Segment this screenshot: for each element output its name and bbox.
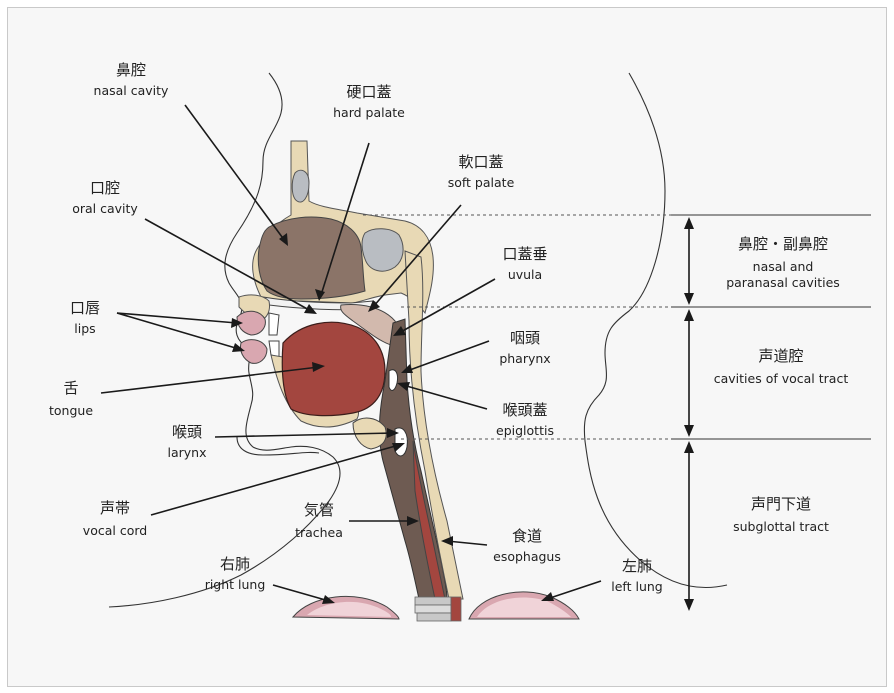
- region-brackets: [684, 217, 694, 611]
- subglottal-region-label-en: subglottal tract: [733, 519, 829, 534]
- diagram-frame: 鼻腔 nasal cavity 硬口蓋 hard palate 軟口蓋 soft…: [7, 7, 887, 687]
- hard-palate-label-en: hard palate: [333, 105, 405, 120]
- hard-palate-label-jp: 硬口蓋: [346, 83, 391, 101]
- frontal-sinus: [292, 170, 309, 202]
- region-labels: 鼻腔・副鼻腔 nasal and paranasal cavities 声道腔 …: [714, 235, 849, 534]
- right-lung-label-en: right lung: [205, 577, 266, 592]
- lips-label-en: lips: [74, 321, 95, 336]
- lower-lip-shape: [240, 340, 267, 364]
- soft-palate-label-jp: 軟口蓋: [458, 153, 503, 171]
- nasal-cavity-region: [258, 217, 365, 299]
- trachea-label-jp: 気管: [304, 501, 334, 519]
- left-lung-label-jp: 左肺: [622, 557, 652, 575]
- sphenoid-sinus: [362, 229, 403, 271]
- oral-cavity-label-en: oral cavity: [72, 201, 138, 216]
- epiglottis-label-jp: 喉頭蓋: [502, 401, 547, 419]
- nasal-paranasal-region-label-jp: 鼻腔・副鼻腔: [738, 235, 828, 253]
- larynx-label-en: larynx: [168, 445, 207, 460]
- vocal-cord-label-jp: 声帯: [100, 499, 130, 517]
- trachea-label-en: trachea: [295, 525, 343, 540]
- lips-label-jp: 口唇: [70, 299, 100, 317]
- left-lung-leader: [547, 581, 601, 599]
- tongue-label-en: tongue: [49, 403, 93, 418]
- trachea-rings: [415, 597, 461, 621]
- epiglottis-label-en: epiglottis: [496, 423, 554, 438]
- vocal-tract-region-label-en: cavities of vocal tract: [714, 371, 849, 386]
- vocal-tract-region-label-jp: 声道腔: [758, 347, 803, 365]
- nasal-cavity-label-jp: 鼻腔: [116, 61, 146, 79]
- larynx-label-jp: 喉頭: [172, 423, 202, 441]
- soft-palate-label-en: soft palate: [448, 175, 515, 190]
- upper-teeth: [269, 313, 279, 335]
- tongue-label-jp: 舌: [63, 379, 78, 397]
- pharynx-label-jp: 咽頭: [510, 329, 540, 347]
- oral-cavity-label-jp: 口腔: [90, 179, 120, 197]
- nasal-paranasal-region-label-en-2: paranasal cavities: [726, 275, 840, 290]
- esophagus-label-en: esophagus: [493, 549, 561, 564]
- vocal-tract-diagram: 鼻腔 nasal cavity 硬口蓋 hard palate 軟口蓋 soft…: [8, 8, 888, 688]
- left-lung-label-en: left lung: [611, 579, 662, 594]
- vocal-cord-label-en: vocal cord: [83, 523, 147, 538]
- uvula-label-en: uvula: [508, 267, 542, 282]
- head-illustration: [109, 73, 727, 621]
- esophagus-label-jp: 食道: [512, 527, 542, 545]
- nasal-paranasal-region-label-en-1: nasal and: [753, 259, 814, 274]
- right-lung-label-jp: 右肺: [220, 555, 250, 573]
- right-lung-leader: [273, 585, 329, 601]
- back-of-head-outline: [584, 73, 727, 587]
- nasal-cavity-label-en: nasal cavity: [94, 83, 170, 98]
- subglottal-region-label-jp: 声門下道: [751, 495, 811, 513]
- pharynx-label-en: pharynx: [499, 351, 550, 366]
- uvula-label-jp: 口蓋垂: [502, 245, 547, 263]
- nasal-cavity-leader: [185, 105, 285, 241]
